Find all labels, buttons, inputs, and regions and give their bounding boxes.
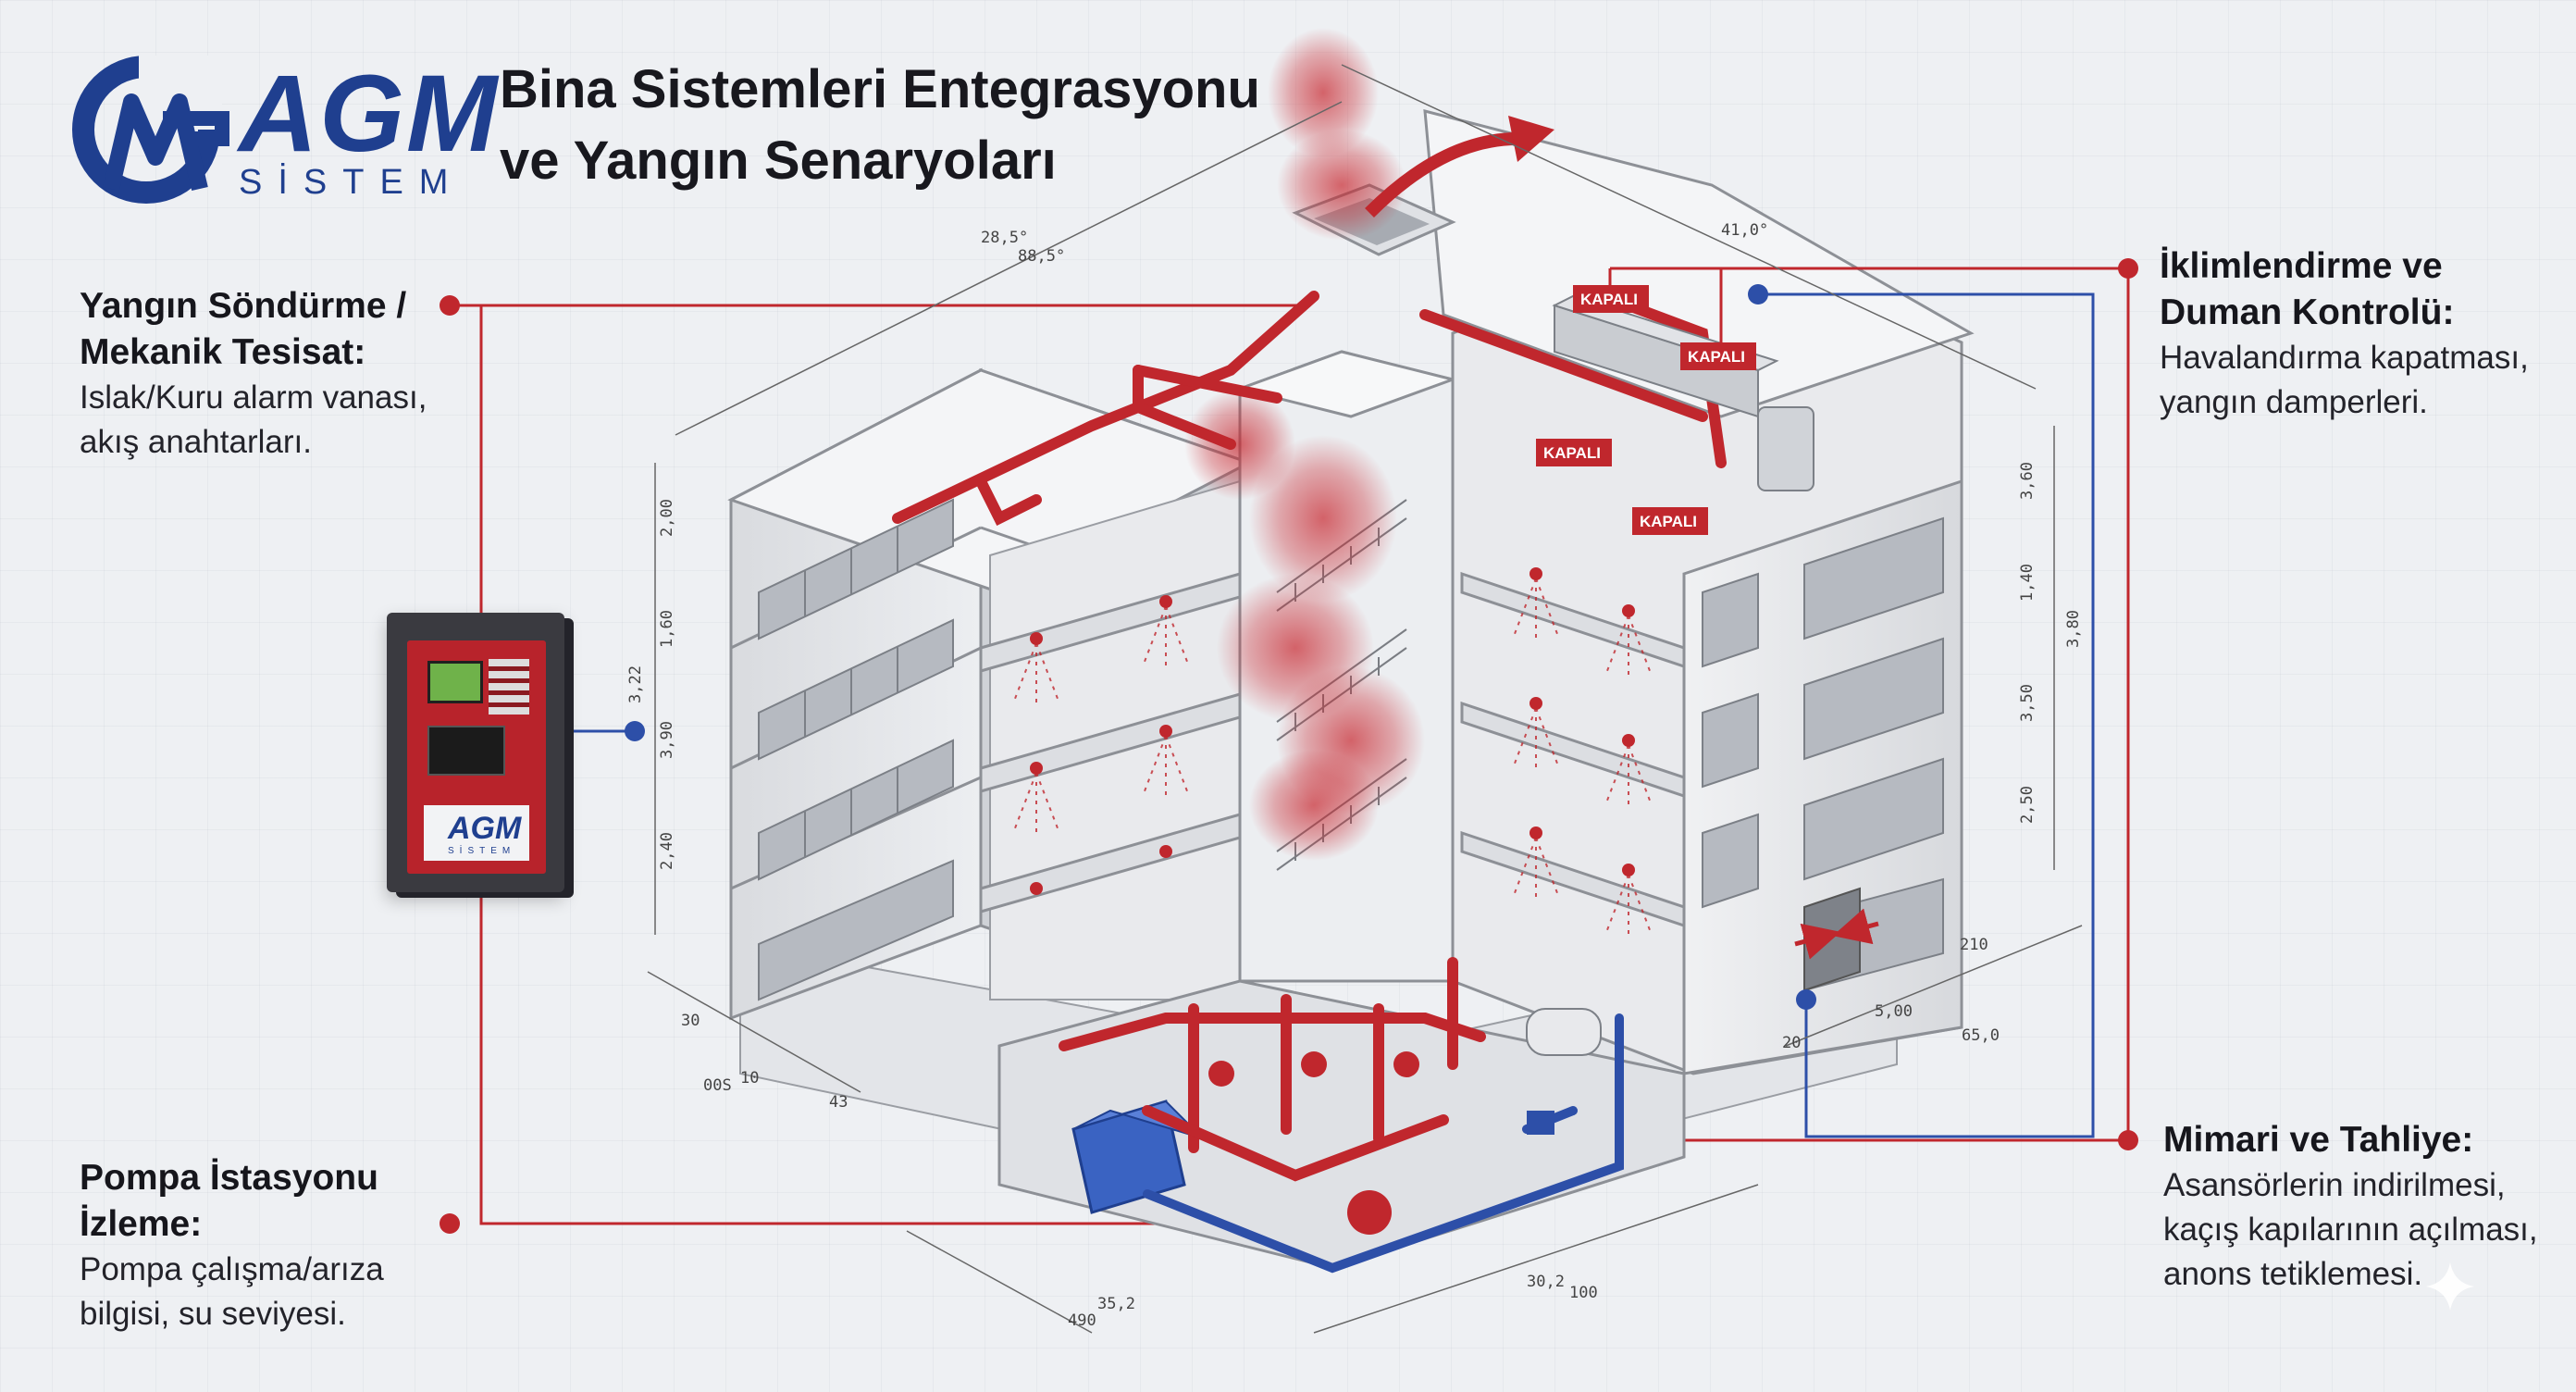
callout-body: yangın damperleri.	[2160, 380, 2529, 425]
callout-body: Havalandırma kapatması,	[2160, 336, 2529, 380]
callout-heading: Mekanik Tesisat:	[80, 329, 427, 376]
callout-heading: Yangın Söndürme /	[80, 283, 427, 329]
callout-body: bilgisi, su seviyesi.	[80, 1292, 384, 1336]
panel-display	[427, 726, 505, 776]
panel-brand: AGM	[448, 811, 521, 847]
panel-tagline: SİSTEM	[448, 846, 515, 856]
brand-tagline: SİSTEM	[239, 163, 479, 203]
dimension-left-labels: 2,00 1,60 3,90 2,40 3,22	[626, 499, 676, 870]
dim-roof-1: 28,5°	[981, 229, 1028, 247]
callout-body: Islak/Kuru alarm vanası,	[80, 376, 427, 420]
callout-fire-suppression: Yangın Söndürme / Mekanik Tesisat: Islak…	[80, 283, 427, 465]
callout-body: Asansörlerin indirilmesi,	[2163, 1163, 2538, 1208]
dim-br-3: 65,0	[1962, 1026, 2000, 1045]
callout-body: anons tetiklemesi.	[2163, 1252, 2538, 1297]
callout-body: Pompa çalışma/arıza	[80, 1248, 384, 1292]
dim-roof-3: 41,0°	[1721, 221, 1768, 240]
left-cutaway-interior	[981, 481, 1240, 1000]
callout-pump-station: Pompa İstasyonu İzleme: Pompa çalışma/ar…	[80, 1155, 384, 1336]
callout-heading: Pompa İstasyonu	[80, 1155, 384, 1201]
dim-bs-4: 100	[1569, 1284, 1598, 1302]
damper-label-4: KAPALI	[1640, 513, 1697, 530]
damper-label-1: KAPALI	[1580, 291, 1638, 308]
dim-roof-2: 88,5°	[1018, 247, 1065, 266]
panel-logo: AGM SİSTEM	[424, 805, 529, 861]
dim-left-3: 3,90	[658, 721, 676, 759]
sparkle-watermark-icon	[2422, 1259, 2478, 1314]
damper-label-3: KAPALI	[1543, 444, 1601, 462]
brand-name: AGM	[239, 59, 499, 168]
logo-emblem-icon	[83, 56, 222, 193]
dimension-right-labels: 3,60 1,40 3,80 3,50 2,50	[2018, 462, 2083, 824]
dim-bl-4: 43	[829, 1093, 848, 1112]
dim-bs-2: 490	[1068, 1311, 1096, 1330]
panel-lcd-screen	[427, 661, 483, 703]
damper-label-2: KAPALI	[1688, 348, 1745, 366]
callout-heading: İzleme:	[80, 1201, 384, 1248]
dimension-basement-labels: 35,2 490 30,2 100	[1068, 1273, 1598, 1330]
page-title-line-2: ve Yangın Senaryoları	[500, 134, 1057, 188]
callout-heading: Duman Kontrolü:	[2160, 290, 2529, 336]
dim-bl-2: 00S	[703, 1076, 732, 1095]
dim-bl-1: 30	[681, 1012, 700, 1030]
dim-right-4: 3,50	[2018, 684, 2037, 722]
panel-face: AGM SİSTEM	[407, 640, 546, 874]
callout-architecture-evacuation: Mimari ve Tahliye: Asansörlerin indirilm…	[2163, 1117, 2538, 1297]
page-title-line-1: Bina Sistemleri Entegrasyonu	[500, 63, 1260, 117]
dim-br-4: 20	[1782, 1034, 1801, 1052]
right-block	[1425, 111, 1971, 1074]
dim-right-1: 3,60	[2018, 462, 2037, 500]
callout-heading: İklimlendirme ve	[2160, 243, 2529, 290]
panel-keypad-icon	[489, 659, 529, 715]
dim-left-2: 1,60	[658, 610, 676, 648]
dim-br-1: 210	[1960, 936, 1988, 954]
dim-left-4: 2,40	[658, 832, 676, 870]
dim-right-5: 2,50	[2018, 786, 2037, 824]
dim-right-3: 3,80	[2064, 610, 2083, 648]
dim-bl-3: 10	[740, 1069, 759, 1088]
dim-bs-3: 30,2	[1527, 1273, 1565, 1291]
callout-heading: Mimari ve Tahliye:	[2163, 1117, 2538, 1163]
dim-br-2: 5,00	[1875, 1002, 1913, 1021]
dim-panel-offset: 3,22	[626, 665, 645, 703]
callout-body: kaçış kapılarının açılması,	[2163, 1208, 2538, 1252]
dim-left-1: 2,00	[658, 499, 676, 537]
callout-body: akış anahtarları.	[80, 420, 427, 465]
dim-bs-1: 35,2	[1097, 1295, 1135, 1313]
dim-right-2: 1,40	[2018, 564, 2037, 602]
fire-alarm-panel: AGM SİSTEM	[387, 613, 564, 892]
callout-hvac-smoke: İklimlendirme ve Duman Kontrolü: Havalan…	[2160, 243, 2529, 425]
brand-logo: AGM SİSTEM	[239, 59, 499, 168]
